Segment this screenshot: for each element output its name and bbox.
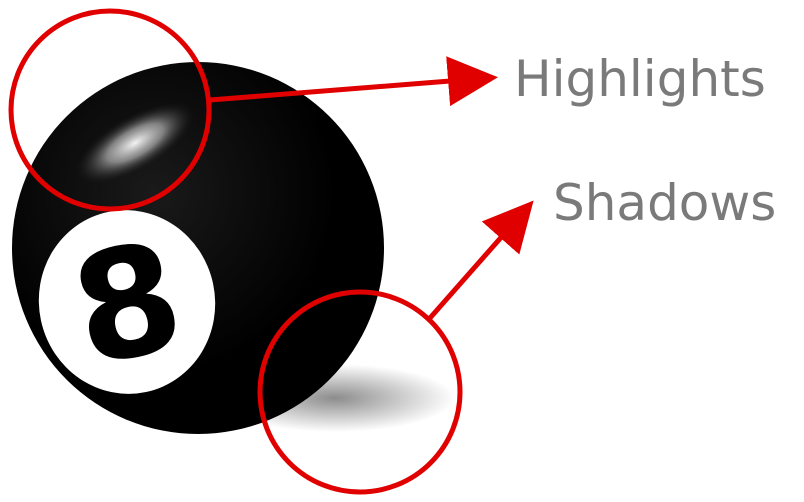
highlights-label: Highlights	[514, 50, 766, 108]
shadows-arrow	[430, 208, 527, 318]
shadows-label: Shadows	[553, 174, 776, 232]
eight-ball: 8	[12, 62, 384, 434]
